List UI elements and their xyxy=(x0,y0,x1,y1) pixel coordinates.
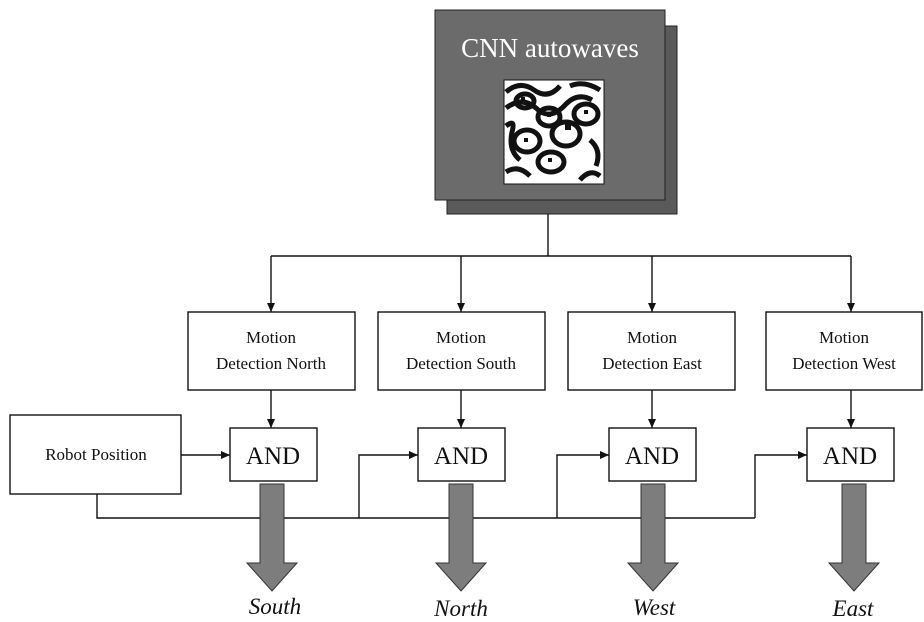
detector-label-line1: Motion xyxy=(436,328,487,347)
output-arrow-west xyxy=(626,483,680,592)
robot-position-wires xyxy=(96,451,807,519)
output-arrow-north xyxy=(434,483,488,592)
detector-label-line1: Motion xyxy=(627,328,678,347)
detector-label-line2: Detection North xyxy=(216,354,326,373)
detector-label-line2: Detection West xyxy=(792,354,896,373)
motion-detector-south: Motion Detection South xyxy=(377,311,546,391)
cnn-autowaves-block: CNN autowaves xyxy=(434,9,678,215)
output-label-north: North xyxy=(433,596,488,621)
and-gate-label: AND xyxy=(246,443,300,470)
and-gate-label: AND xyxy=(434,443,488,470)
detector-to-gate-arrows xyxy=(267,390,855,428)
autowave-pattern-image xyxy=(503,79,605,185)
and-gate-3: AND xyxy=(608,427,697,482)
and-gate-label: AND xyxy=(625,443,679,470)
detector-label-line2: Detection East xyxy=(602,354,702,373)
and-gate-label: AND xyxy=(823,443,877,470)
robot-position-label: Robot Position xyxy=(45,445,147,464)
and-gate-2: AND xyxy=(417,427,506,482)
output-label-south: South xyxy=(249,594,301,619)
output-arrow-south xyxy=(245,483,299,592)
robot-position-block: Robot Position xyxy=(9,414,182,495)
and-gate-1: AND xyxy=(229,427,318,482)
detector-label-line2: Detection South xyxy=(406,354,517,373)
motion-detector-north: Motion Detection North xyxy=(187,311,356,391)
and-gate-4: AND xyxy=(806,427,895,482)
output-label-east: East xyxy=(832,596,875,621)
output-label-west: West xyxy=(633,595,676,620)
output-arrow-east xyxy=(827,483,881,592)
motion-detector-east: Motion Detection East xyxy=(567,311,736,391)
distribution-wires xyxy=(267,214,855,312)
detector-label-line1: Motion xyxy=(246,328,297,347)
cnn-title: CNN autowaves xyxy=(461,33,639,63)
motion-detector-west: Motion Detection West xyxy=(765,311,923,391)
detector-label-line1: Motion xyxy=(819,328,870,347)
